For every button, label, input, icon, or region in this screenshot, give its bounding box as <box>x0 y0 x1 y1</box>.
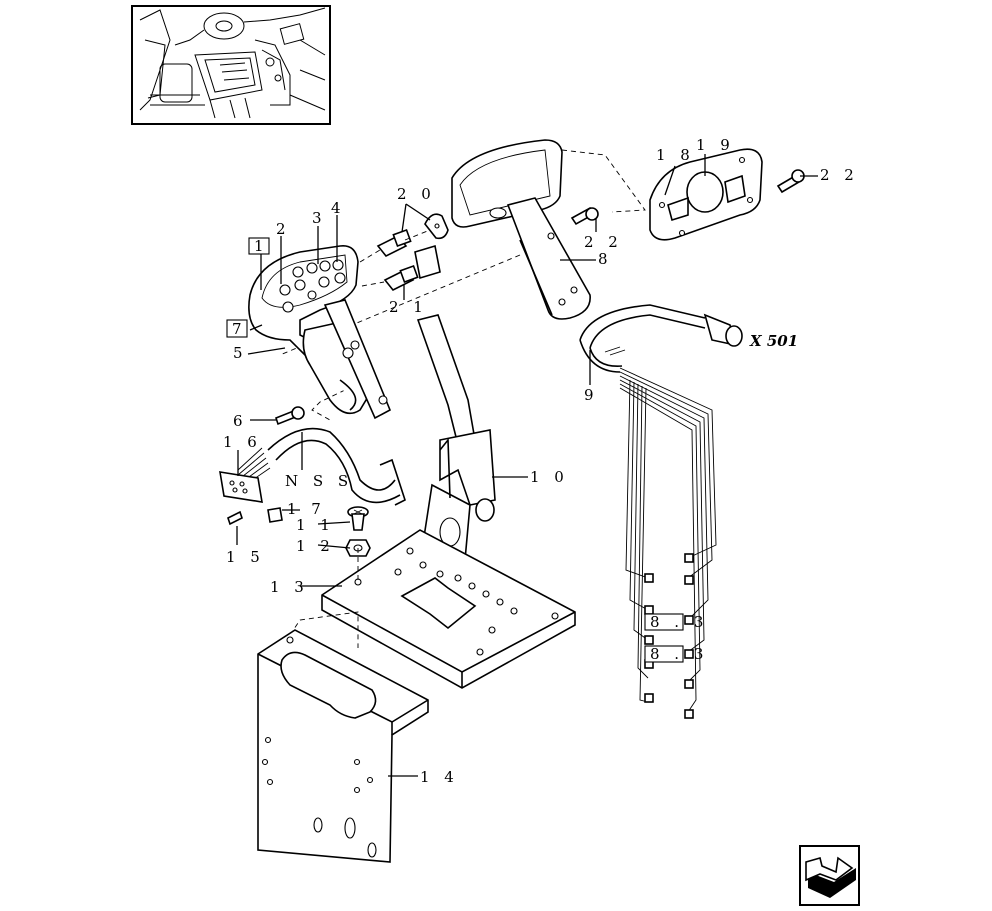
joystick-handle <box>248 245 392 421</box>
screw-6 <box>275 406 305 426</box>
callout-16: 1 6 <box>223 433 262 451</box>
screw-22-left <box>570 206 599 226</box>
callout-22-right: 2 2 <box>820 166 859 184</box>
callout-box-1 <box>248 237 270 255</box>
pin-15-17 <box>227 507 283 526</box>
tractor-cab-overview-icon <box>139 7 326 119</box>
next-page-button[interactable] <box>799 845 860 906</box>
callout-19: 1 9 <box>696 136 735 154</box>
lever-10 <box>416 314 496 561</box>
callout-4: 4 <box>331 199 346 217</box>
callout-1: 1 <box>254 237 269 255</box>
callout-labels: 1 2 3 4 5 6 7 8 9 1 0 1 1 1 2 1 3 1 4 1 … <box>223 136 859 786</box>
connector-ref-upper-text: 8 . 3 <box>650 613 708 631</box>
switch-assembly-20 <box>359 213 449 263</box>
overview-inset <box>131 5 331 125</box>
leader-lines <box>236 154 818 777</box>
callout-21: 2 1 <box>389 298 428 316</box>
callout-8: 8 <box>598 250 613 268</box>
callout-3: 3 <box>312 209 327 227</box>
callout-2: 2 <box>276 220 291 238</box>
callout-17: 1 7 <box>287 500 326 518</box>
callout-9: 9 <box>584 386 599 404</box>
callout-11: 1 1 <box>296 516 335 534</box>
switch-assembly-21 <box>361 229 441 292</box>
callout-10: 1 0 <box>530 468 569 486</box>
callout-20: 2 0 <box>397 185 436 203</box>
callout-7: 7 <box>232 320 247 338</box>
screw-22-right <box>776 169 805 194</box>
plate-13 <box>289 529 576 689</box>
callout-box-7 <box>226 319 248 338</box>
callout-6: 6 <box>233 412 248 430</box>
bracket-14 <box>257 629 429 863</box>
callout-13: 1 3 <box>270 578 309 596</box>
connector-x501-label: X 501 <box>749 332 798 350</box>
callout-22-left: 2 2 <box>584 233 623 251</box>
connector-ref-upper: 8 . 3 <box>644 613 708 631</box>
next-page-arrow-icon <box>805 856 856 898</box>
callout-18: 1 8 <box>656 146 695 164</box>
screw-11 <box>347 506 369 531</box>
callout-12: 1 2 <box>296 537 335 555</box>
instrument-housing <box>279 139 646 356</box>
callout-5: 5 <box>233 344 248 362</box>
callout-14: 1 4 <box>420 768 459 786</box>
callout-15: 1 5 <box>226 548 265 566</box>
callout-nss: N S S <box>285 472 353 490</box>
bezel-18-19 <box>649 148 763 241</box>
connector-ref-lower: 8 . 3 <box>644 645 708 663</box>
connector-ref-lower-text: 8 . 3 <box>650 645 708 663</box>
harness-9 <box>579 304 743 719</box>
